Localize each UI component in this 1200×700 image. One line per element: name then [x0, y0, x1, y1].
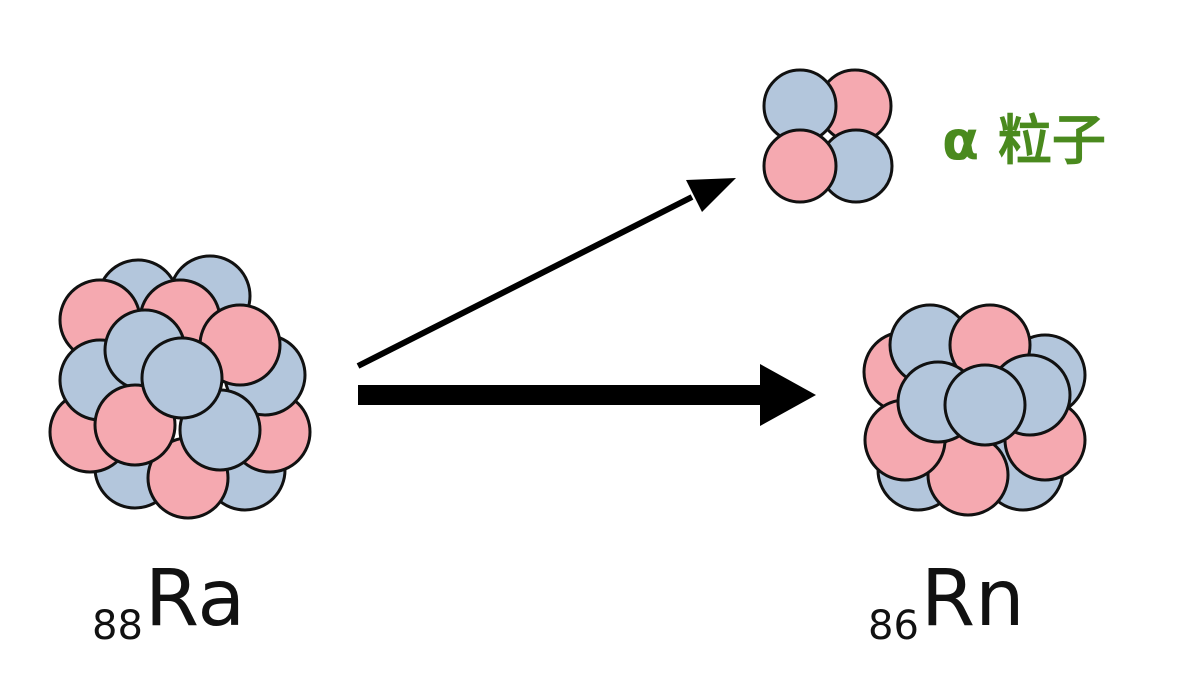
arrow-to-alpha: [356, 178, 736, 369]
arrow-to-radon: [358, 364, 816, 426]
radium-mass-number: 88: [92, 603, 143, 649]
radon-nucleus: [862, 303, 1087, 517]
neutron: [140, 336, 224, 420]
proton: [762, 128, 838, 204]
radon-symbol: Rn: [920, 554, 1025, 644]
alpha-particle-label: α 粒子: [942, 109, 1106, 172]
radium-label: 88Ra: [92, 560, 245, 646]
radium-nucleus: [48, 254, 312, 520]
radon-mass-number: 86: [868, 603, 919, 649]
alpha-particle: [762, 68, 894, 204]
neutron: [943, 363, 1027, 447]
radon-label: 86Rn: [868, 560, 1025, 646]
radium-symbol: Ra: [144, 554, 246, 644]
